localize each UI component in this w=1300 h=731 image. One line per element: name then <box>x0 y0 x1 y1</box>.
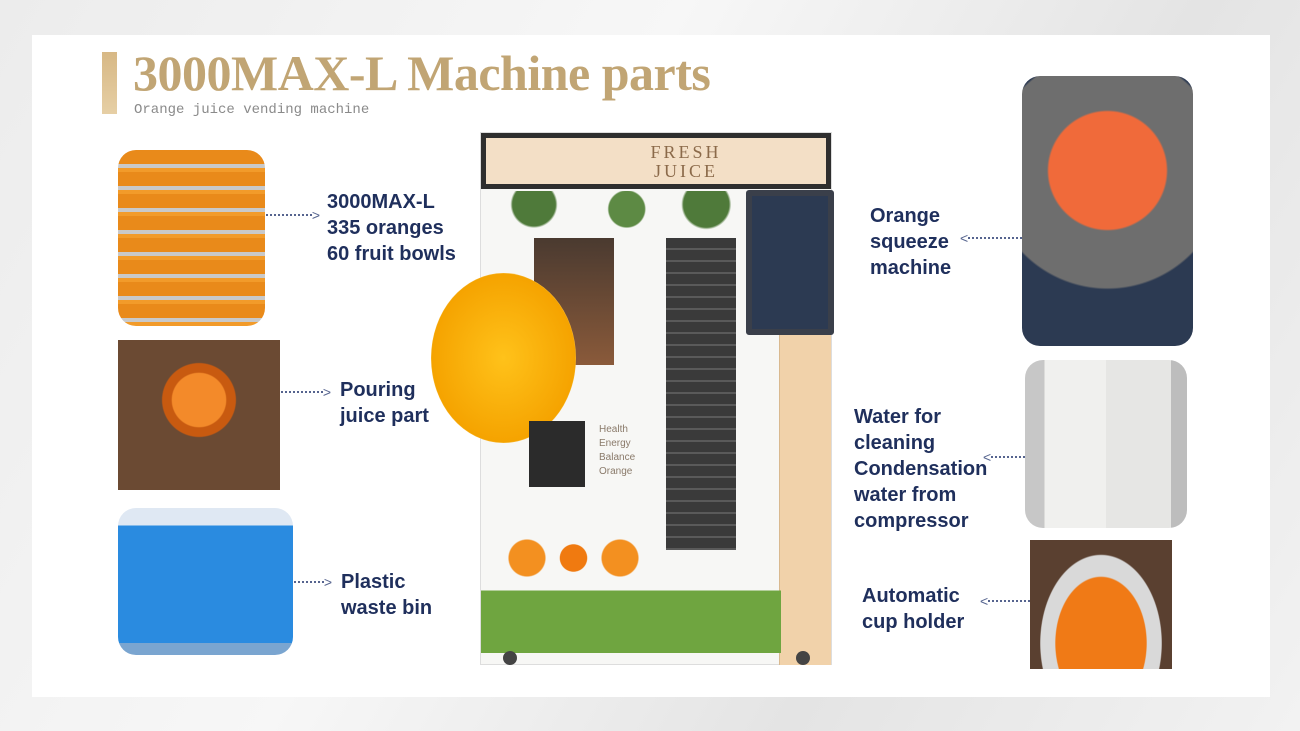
wheel <box>796 651 810 665</box>
orange-storage-photo <box>118 150 265 326</box>
tree-decoration <box>481 191 746 236</box>
waste-bin-photo <box>118 508 293 655</box>
arrow-left-icon: < <box>983 450 1025 464</box>
page-title: 3000MAX-L Machine parts <box>133 45 711 101</box>
arrow-right-icon: > <box>294 575 332 589</box>
arrow-right-icon: > <box>266 208 320 222</box>
cup-outlet <box>529 421 585 487</box>
water-tanks-photo <box>1025 360 1187 528</box>
orange-slice-graphic <box>431 273 576 443</box>
title-accent-bar <box>102 52 117 114</box>
sign-text: JUICE <box>654 161 718 181</box>
wheel <box>503 651 517 665</box>
oranges-graphic <box>496 528 651 588</box>
page-subtitle: Orange juice vending machine <box>134 102 370 118</box>
payment-panel <box>779 335 831 665</box>
arrow-left-icon: < <box>960 231 1022 245</box>
pouring-juice-photo <box>118 340 280 490</box>
cup-holder-photo <box>1030 540 1172 669</box>
arrow-left-icon: < <box>980 594 1030 608</box>
squeeze-machine-photo <box>1022 76 1193 346</box>
touch-screen <box>746 190 834 335</box>
storage-window <box>666 238 736 550</box>
sign-text: FRESH <box>650 142 722 162</box>
arrow-right-icon: > <box>281 385 331 399</box>
